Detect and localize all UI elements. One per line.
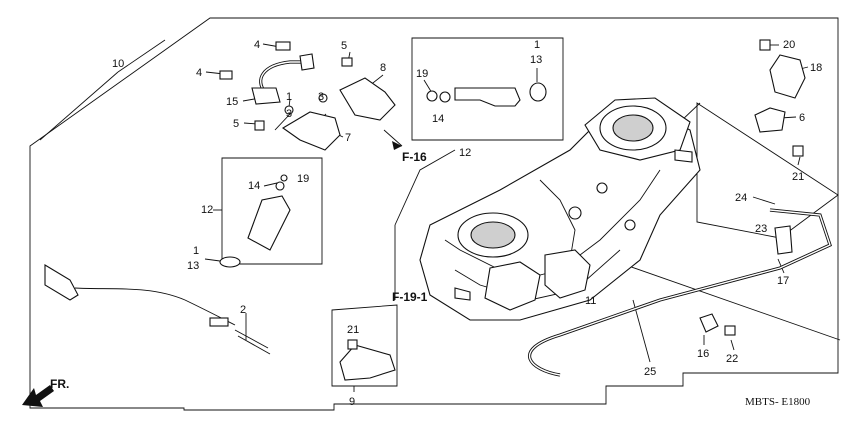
injector-box-left: [221, 157, 323, 265]
leader-lines: [39, 39, 841, 392]
stay-bracket: [339, 339, 396, 381]
callout-16: 16: [697, 348, 709, 360]
callout-8: 8: [380, 62, 386, 74]
reference-arrow-icon: [392, 141, 402, 150]
callout-10: 10: [112, 58, 124, 70]
callout-19: 19: [416, 68, 428, 80]
callout-3: 3: [318, 91, 324, 103]
map-sensor-group: [754, 39, 806, 255]
stay-box: [331, 304, 398, 387]
callout-13: 13: [187, 260, 199, 272]
callout-12: 12: [201, 204, 213, 216]
callout-4: 4: [196, 67, 202, 79]
callout-21: 21: [792, 171, 804, 183]
reference-f16: F-16: [402, 150, 427, 164]
callout-14: 14: [248, 180, 260, 192]
callout-19: 19: [297, 173, 309, 185]
callouts: 10 4 4 5 5 15 1 3 3 8 7 14 19 12 1 13 19…: [112, 39, 822, 408]
throttle-body: [419, 97, 701, 321]
callout-17: 17: [777, 275, 789, 287]
callout-22: 22: [726, 353, 738, 365]
injector-right: [426, 82, 547, 107]
callout-15: 15: [226, 96, 238, 108]
callout-20: 20: [783, 39, 795, 51]
assembly-outline: [29, 17, 839, 411]
callout-23: 23: [755, 223, 767, 235]
callout-14: 14: [432, 113, 444, 125]
throttle-cable: [44, 264, 271, 355]
callout-5: 5: [233, 118, 239, 130]
callout-21: 21: [347, 324, 359, 336]
callout-1: 1: [534, 39, 540, 51]
callout-11: 11: [585, 295, 596, 307]
front-label: FR.: [50, 377, 69, 391]
callout-5: 5: [341, 40, 347, 52]
vacuum-hose: [527, 208, 832, 377]
callout-25: 25: [644, 366, 656, 378]
callout-13: 13: [530, 54, 542, 66]
callout-18: 18: [810, 62, 822, 74]
callout-3: 3: [286, 108, 292, 120]
front-arrow-icon: FR.: [22, 377, 69, 407]
injector-left: [219, 174, 291, 268]
injector-box-right: [411, 37, 564, 141]
callout-7: 7: [345, 132, 351, 144]
callout-1: 1: [286, 91, 292, 103]
callout-6: 6: [799, 112, 805, 124]
callout-4: 4: [254, 39, 260, 51]
callout-12: 12: [459, 147, 471, 159]
diagram-code: MBTS- E1800: [745, 396, 811, 408]
fuel-pipe-group: [219, 41, 396, 151]
callout-2: 2: [240, 304, 246, 316]
callout-9: 9: [349, 396, 355, 408]
callout-24: 24: [735, 192, 747, 204]
callout-1: 1: [193, 245, 199, 257]
reference-f19-1: F-19-1: [392, 290, 428, 304]
